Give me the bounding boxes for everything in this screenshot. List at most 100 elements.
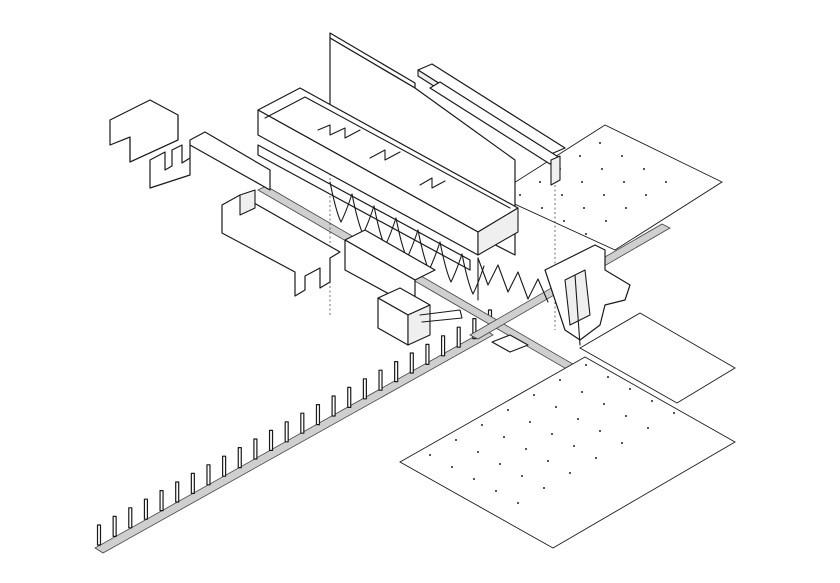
ground-dot <box>621 155 623 157</box>
ground-dot <box>551 433 553 435</box>
gallery-end-face <box>477 207 519 256</box>
ground-plane-upper <box>494 124 723 251</box>
ground-plane-middle <box>579 312 736 404</box>
left-wall-notched <box>149 131 271 191</box>
colonnade-posts <box>96 309 493 546</box>
ground-dot <box>643 168 645 170</box>
beam-end <box>550 155 561 186</box>
colonnade-post <box>409 352 414 374</box>
colonnade-post <box>268 429 274 451</box>
ground-dot <box>599 142 601 144</box>
ground-dot <box>429 454 431 456</box>
right-tower <box>544 244 631 346</box>
ground-dot <box>561 194 563 196</box>
tower-edge <box>574 274 581 346</box>
colonnade-post <box>378 369 383 391</box>
ground-dot <box>473 478 475 480</box>
ground-dot <box>519 194 521 196</box>
ground-dot <box>605 220 607 222</box>
ground-dot <box>503 436 505 438</box>
ground-dot <box>521 475 523 477</box>
ground-dot <box>607 376 609 378</box>
ground-dot <box>555 406 557 408</box>
u-wall-side <box>239 189 256 216</box>
ground-dot <box>581 391 583 393</box>
ground-dot <box>673 412 675 414</box>
bench-top <box>491 334 529 353</box>
tower-recess <box>564 269 591 326</box>
colonnade-post <box>394 361 399 383</box>
ground-dot <box>603 194 605 196</box>
colonnade-post <box>96 524 102 546</box>
colonnade-post <box>456 326 461 348</box>
vault-rib <box>439 241 463 283</box>
ground-dot <box>625 207 627 209</box>
zigzag-roof <box>477 257 549 303</box>
ground-dot <box>629 388 631 390</box>
colonnade-post <box>315 404 321 426</box>
ground-dot <box>583 207 585 209</box>
ground-dot <box>525 448 527 450</box>
colonnade-post <box>112 515 117 538</box>
ground-dot <box>533 394 535 396</box>
colonnade-strip <box>94 309 494 554</box>
colonnade-post <box>300 412 305 434</box>
colonnade-post <box>143 498 149 520</box>
bench <box>491 334 529 353</box>
colonnade-post <box>362 378 367 400</box>
ground-dot <box>623 181 625 183</box>
small-room-walls <box>109 99 179 163</box>
gallery-shelf <box>257 144 471 271</box>
ground-dot <box>481 424 483 426</box>
colonnade-post <box>190 472 195 494</box>
colonnade-post <box>128 507 133 529</box>
ground-dot <box>581 181 583 183</box>
ground-dot <box>573 445 575 447</box>
colonnade-post <box>237 447 242 469</box>
cube-side <box>407 304 431 346</box>
colonnade-post <box>253 438 258 460</box>
ground-dot <box>647 427 649 429</box>
vault-rib <box>329 181 353 223</box>
gallery-notch-1 <box>317 124 361 139</box>
ground-dot <box>621 442 623 444</box>
ground-dot <box>563 220 565 222</box>
ground-dot <box>569 472 571 474</box>
ground-dot <box>517 502 519 504</box>
gallery-notch-3 <box>419 177 446 189</box>
u-wall <box>221 194 341 297</box>
ground-dot <box>585 364 587 366</box>
ground-dot <box>495 490 497 492</box>
colonnade-post <box>159 490 164 512</box>
ground-plane-middle-outline <box>579 312 736 404</box>
ground-dot <box>539 181 541 183</box>
colonnade-path <box>94 329 494 554</box>
ground-dot <box>601 168 603 170</box>
zigzag-folds <box>477 257 549 303</box>
ground-plane-lower-dots <box>429 364 675 504</box>
ground-dot <box>451 466 453 468</box>
ground-plane-lower-outline <box>399 356 736 549</box>
colonnade-post <box>222 455 227 477</box>
ground-dot <box>477 451 479 453</box>
vault-ribs <box>329 181 485 295</box>
colonnade-post <box>331 395 336 417</box>
ground-dot <box>595 457 597 459</box>
colonnade-post <box>440 335 446 357</box>
gallery-notch-2 <box>369 149 401 161</box>
small-room-left <box>109 99 179 163</box>
ground-dot <box>547 460 549 462</box>
notched-wall <box>149 131 271 191</box>
colonnade-post <box>206 464 211 486</box>
ground-dot <box>455 439 457 441</box>
ground-dot <box>579 155 581 157</box>
colonnade-post <box>175 481 180 503</box>
ground-dot <box>529 421 531 423</box>
colonnade-post <box>347 386 352 408</box>
ground-dot <box>499 463 501 465</box>
colonnade-post <box>425 343 430 365</box>
ground-dot <box>507 409 509 411</box>
gallery-inner-edge <box>264 96 511 209</box>
